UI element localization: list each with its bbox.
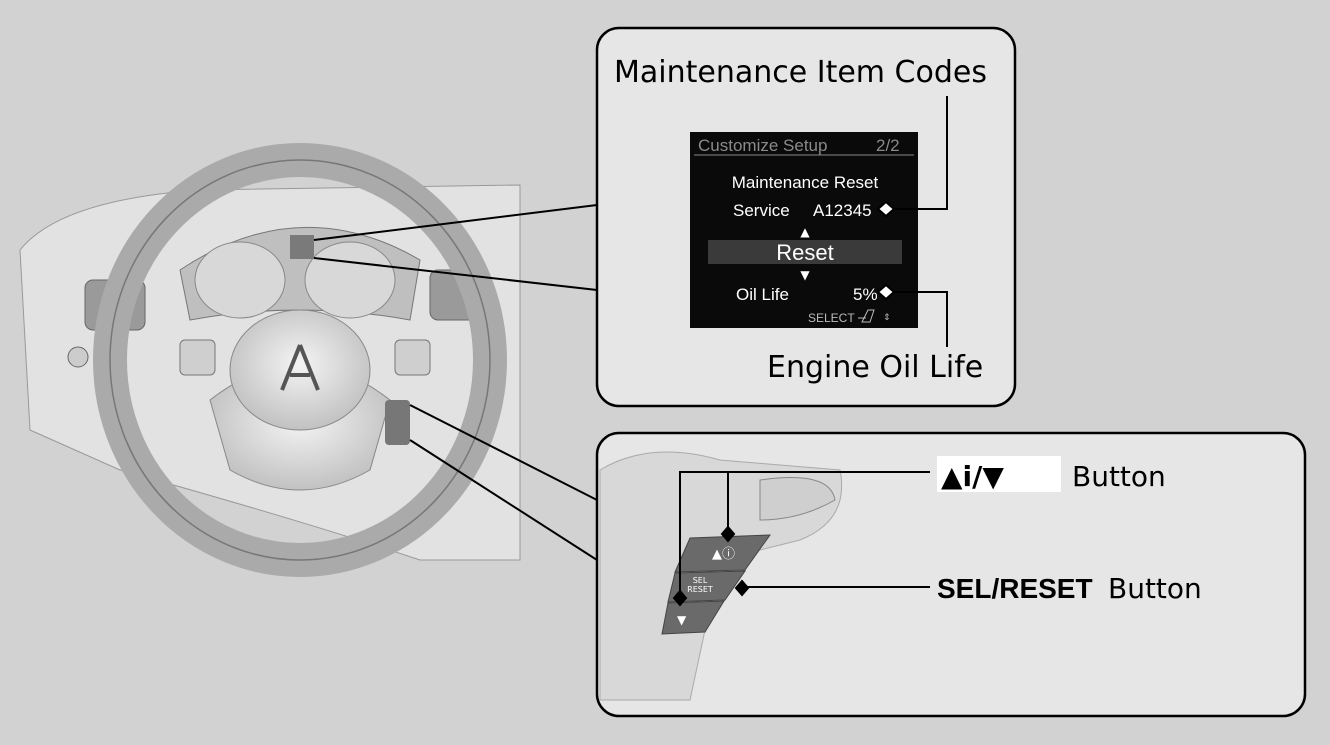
scroll-down-icon: ▼ bbox=[800, 268, 810, 282]
display-location-marker bbox=[290, 235, 314, 259]
steering-wheel-hub bbox=[229, 309, 371, 431]
select-hint: SELECT bbox=[808, 311, 855, 325]
service-code: A12345 bbox=[813, 201, 872, 220]
display-title: Maintenance Reset bbox=[732, 173, 879, 192]
down-button[interactable] bbox=[661, 600, 725, 635]
selected-option: Reset bbox=[776, 240, 833, 265]
engine-oil-life-label: Engine Oil Life bbox=[767, 350, 983, 385]
display-callout: Maintenance Item Codes Engine Oil Life C… bbox=[595, 26, 1017, 408]
switch-reset-text: RESET bbox=[687, 585, 713, 594]
steering-switch-location bbox=[385, 400, 410, 445]
switch-sel-text: SEL bbox=[693, 576, 708, 585]
info-up-icon: ▲ⓘ bbox=[712, 547, 735, 562]
service-label: Service bbox=[733, 201, 790, 220]
dashboard-illustration bbox=[19, 143, 521, 577]
sel-reset-button[interactable] bbox=[667, 570, 746, 603]
oil-life-value: 5% bbox=[853, 285, 878, 304]
thumbwheel-icon bbox=[858, 309, 875, 323]
info-button-label: Button bbox=[1072, 460, 1166, 493]
sel-reset-label: Button bbox=[1108, 572, 1202, 605]
leader-lines-top bbox=[876, 96, 948, 347]
display-header: Customize Setup bbox=[698, 136, 827, 155]
info-button-symbol-box bbox=[937, 456, 1061, 492]
oil-life-label: Oil Life bbox=[736, 285, 789, 304]
info-display-screen bbox=[690, 132, 918, 328]
sel-reset-name: SEL/RESET bbox=[937, 573, 1093, 604]
selected-option-highlight bbox=[708, 240, 902, 264]
info-button-symbol: ▲i/▼ bbox=[941, 460, 1004, 493]
up-down-icon: ⇕ bbox=[883, 313, 891, 323]
maintenance-item-codes-label: Maintenance Item Codes bbox=[614, 55, 987, 90]
down-icon: ▼ bbox=[677, 613, 687, 627]
scroll-up-icon: ▲ bbox=[800, 225, 810, 239]
leader-lines-bottom bbox=[672, 471, 930, 607]
brand-logo bbox=[280, 344, 320, 391]
display-page-indicator: 2/2 bbox=[876, 136, 900, 155]
zoom-lines bbox=[313, 204, 598, 561]
steering-switch-callout: ▲ⓘ SEL RESET ▼ ▲i/▼ Button SEL/RESET But… bbox=[595, 431, 1307, 718]
